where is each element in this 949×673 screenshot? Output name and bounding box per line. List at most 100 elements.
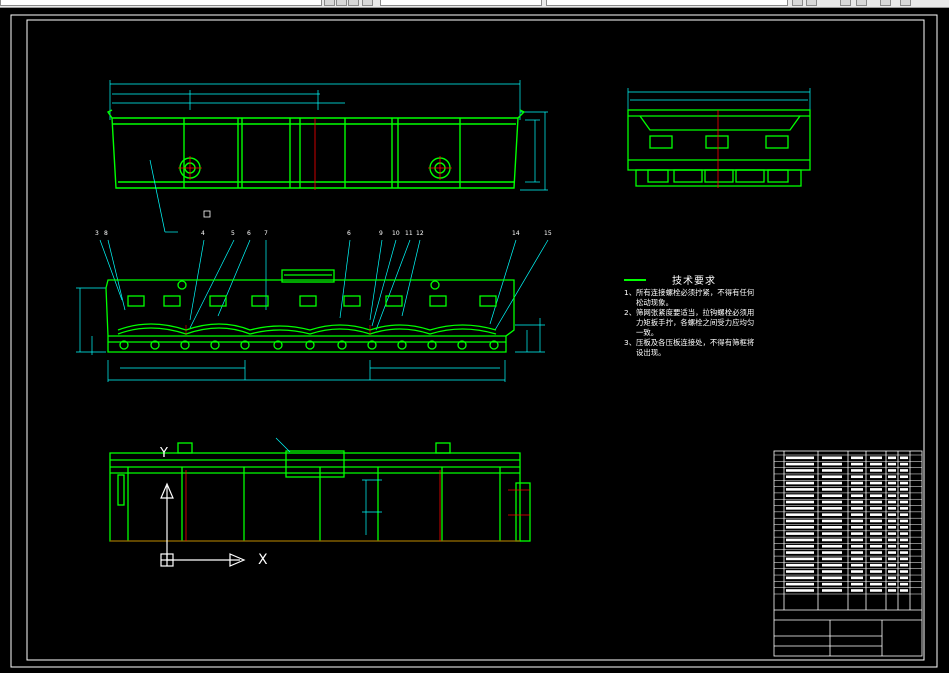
parts-cell-text — [900, 538, 908, 542]
note-number: 2、 — [624, 308, 637, 317]
callout: 6 — [347, 230, 351, 237]
toolbar-button[interactable] — [856, 0, 867, 6]
parts-cell-text — [822, 462, 842, 466]
toolbar-button[interactable] — [806, 0, 817, 6]
parts-cell-text — [900, 462, 908, 466]
toolbar-button[interactable] — [840, 0, 851, 6]
parts-cell-text — [822, 589, 842, 592]
parts-cell-text — [822, 494, 842, 498]
callout: 3 — [95, 230, 99, 237]
parts-cell-text — [786, 532, 814, 535]
parts-cell-text — [851, 582, 863, 586]
parts-cell-text — [888, 513, 896, 516]
parts-cell-text — [822, 519, 842, 523]
parts-cell-text — [786, 526, 814, 529]
toolbar-field[interactable] — [0, 0, 322, 6]
callout: 8 — [104, 230, 108, 237]
parts-cell-text — [900, 475, 908, 479]
parts-cell-text — [870, 576, 882, 580]
parts-cell-text — [870, 544, 882, 548]
parts-cell-text — [786, 563, 814, 567]
parts-cell-text — [786, 576, 814, 580]
parts-cell-text — [851, 513, 863, 516]
toolbar-button[interactable] — [336, 0, 347, 6]
parts-cell-text — [786, 488, 814, 491]
parts-cell-text — [870, 456, 882, 460]
parts-cell-text — [888, 589, 896, 592]
note-text: 筛网张紧度要适当，拉钩螺栓必须用 — [636, 308, 755, 317]
parts-cell-text — [786, 494, 814, 498]
parts-cell-text — [822, 481, 842, 485]
parts-cell-text — [851, 538, 863, 542]
callout: 4 — [201, 230, 205, 237]
parts-cell-text — [870, 570, 882, 573]
parts-cell-text — [900, 507, 908, 510]
parts-cell-text — [870, 475, 882, 479]
parts-cell-text — [900, 532, 908, 535]
toolbar-field[interactable] — [546, 0, 788, 6]
toolbar-button[interactable] — [880, 0, 891, 6]
toolbar-button[interactable] — [792, 0, 803, 6]
parts-cell-text — [786, 456, 814, 460]
callout: 14 — [512, 230, 520, 237]
parts-cell-text — [870, 582, 882, 586]
parts-cell-text — [888, 494, 896, 498]
parts-cell-text — [900, 576, 908, 580]
parts-cell-text — [786, 582, 814, 586]
parts-cell-text — [822, 526, 842, 529]
parts-list-rows — [774, 454, 922, 595]
toolbar-button[interactable] — [324, 0, 335, 6]
parts-cell-text — [822, 456, 842, 460]
parts-cell-text — [851, 494, 863, 498]
notes-title: 技术要求 — [672, 276, 716, 287]
parts-cell-text — [851, 519, 863, 523]
parts-cell-text — [851, 563, 863, 567]
parts-cell-text — [870, 538, 882, 542]
parts-cell-text — [822, 532, 842, 535]
cad-drawing-canvas[interactable] — [0, 8, 949, 673]
parts-cell-text — [851, 481, 863, 485]
parts-cell-text — [888, 488, 896, 491]
parts-cell-text — [900, 570, 908, 573]
parts-cell-text — [900, 481, 908, 485]
callout: 5 — [231, 230, 235, 237]
parts-cell-text — [786, 557, 814, 561]
parts-cell-text — [888, 456, 896, 460]
parts-cell-text — [888, 526, 896, 529]
parts-cell-text — [900, 488, 908, 491]
callout: 7 — [264, 230, 268, 237]
parts-cell-text — [870, 563, 882, 567]
callout: 15 — [544, 230, 552, 237]
toolbar-field[interactable] — [380, 0, 542, 6]
parts-cell-text — [870, 488, 882, 491]
parts-cell-text — [900, 469, 908, 472]
note-text: 设出现。 — [636, 348, 666, 357]
parts-cell-text — [870, 494, 882, 498]
toolbar-button[interactable] — [348, 0, 359, 6]
note-number: 3、 — [624, 338, 637, 347]
parts-cell-text — [900, 551, 908, 554]
toolbar-button[interactable] — [900, 0, 911, 6]
toolbar-button[interactable] — [362, 0, 373, 6]
parts-cell-text — [822, 507, 842, 510]
note-text: 压板及各压板连接处，不得有筛框将 — [636, 338, 755, 347]
parts-cell-text — [900, 589, 908, 592]
parts-cell-text — [888, 481, 896, 485]
section-view-middle — [76, 239, 549, 382]
parts-cell-text — [851, 462, 863, 466]
parts-cell-text — [822, 475, 842, 479]
plan-view-bottom — [109, 437, 531, 567]
parts-cell-text — [822, 563, 842, 567]
parts-cell-text — [870, 532, 882, 535]
parts-cell-text — [822, 513, 842, 516]
parts-cell-text — [900, 582, 908, 586]
parts-cell-text — [851, 570, 863, 573]
parts-cell-text — [851, 589, 863, 592]
parts-cell-text — [822, 469, 842, 472]
parts-cell-text — [786, 469, 814, 472]
parts-cell-text — [900, 513, 908, 516]
parts-cell-text — [851, 551, 863, 554]
parts-cell-text — [870, 557, 882, 561]
parts-cell-text — [900, 500, 908, 504]
notes-title-rule — [624, 279, 646, 281]
